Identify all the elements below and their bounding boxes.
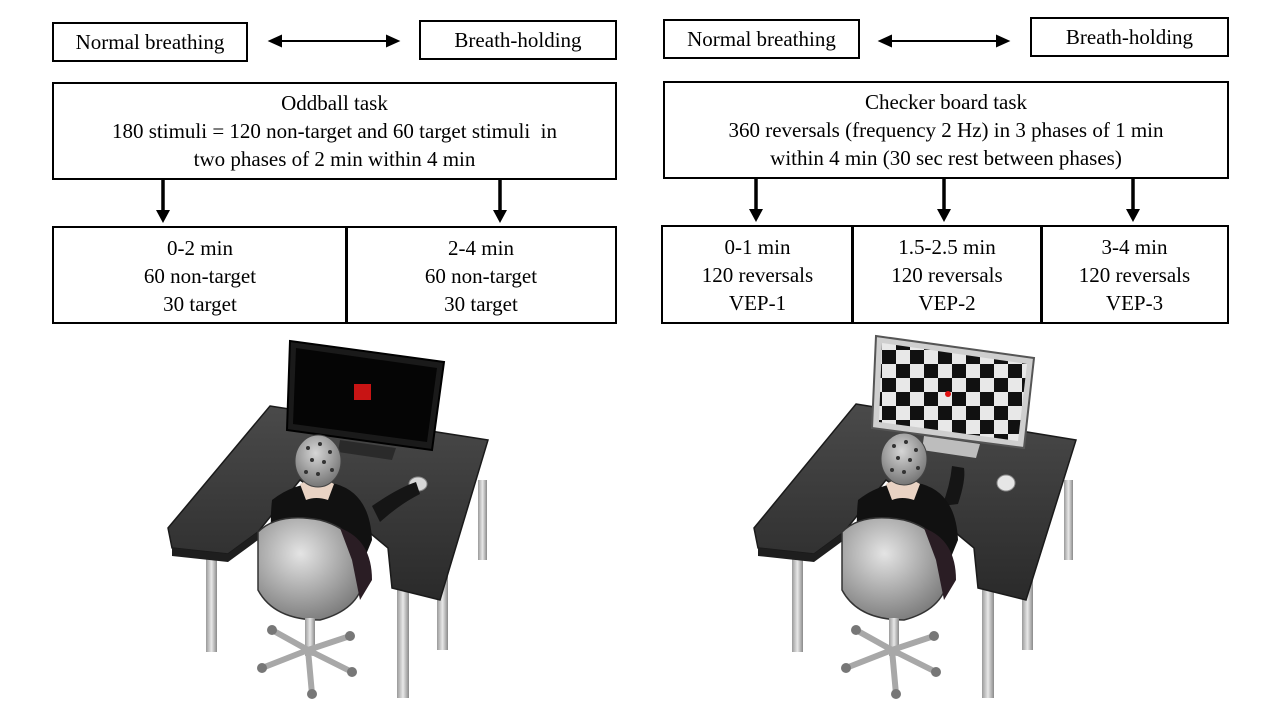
left-normal-breathing-label: Normal breathing	[75, 30, 225, 54]
checkerboard-phase-1-vep: VEP-1	[728, 291, 787, 315]
checkerboard-chair	[841, 517, 956, 699]
right-normal-breathing-label: Normal breathing	[687, 27, 836, 51]
left-breath-holding-box: Breath-holding	[419, 20, 617, 60]
oddball-monitor	[285, 339, 446, 460]
checkerboard-phase-3-time: 3-4 min	[1101, 235, 1168, 259]
left-breath-holding-label: Breath-holding	[454, 28, 582, 52]
oddball-workstation-illustration	[167, 339, 489, 699]
right-breath-holding-box: Breath-holding	[1030, 17, 1229, 57]
checkerboard-phase-divider-1	[851, 227, 854, 322]
checkerboard-phase-2-time: 1.5-2.5 min	[898, 235, 996, 259]
oddball-phase-2-time: 2-4 min	[448, 236, 514, 260]
oddball-phase-1-time: 0-2 min	[167, 236, 233, 260]
right-breath-holding-label: Breath-holding	[1065, 25, 1194, 49]
down-arrow-icon	[156, 179, 1140, 223]
eeg-cap-head	[880, 432, 928, 486]
checkerboard-workstation-illustration	[753, 334, 1077, 699]
oddball-phase-1: 0-2 min 60 non-target 30 target	[54, 228, 346, 322]
right-normal-breathing-box: Normal breathing	[663, 19, 860, 59]
checkerboard-phase-2: 1.5-2.5 min 120 reversals VEP-2	[853, 227, 1041, 322]
oddball-task-title: Oddball task	[281, 91, 388, 115]
oddball-chair	[257, 517, 372, 699]
oddball-phase-2-target: 30 target	[444, 292, 518, 316]
checkerboard-phase-divider-2	[1040, 227, 1043, 322]
oddball-phase-divider	[345, 228, 348, 322]
checkerboard-phases-row: 0-1 min 120 reversals VEP-1 1.5-2.5 min …	[661, 225, 1229, 324]
oddball-phases-row: 0-2 min 60 non-target 30 target 2-4 min …	[52, 226, 617, 324]
oddball-phase-2-nontarget: 60 non-target	[424, 264, 538, 288]
checkerboard-phase-2-vep: VEP-2	[918, 291, 976, 315]
oddball-phase-1-nontarget: 60 non-target	[143, 264, 257, 288]
checkerboard-task-line1: 360 reversals (frequency 2 Hz) in 3 phas…	[728, 118, 1164, 142]
checkerboard-phase-3-vep: VEP-3	[1105, 291, 1164, 315]
left-double-arrow	[267, 34, 401, 48]
checkerboard-phase-2-reversals: 120 reversals	[891, 263, 1003, 287]
oddball-phase-1-target: 30 target	[163, 292, 237, 316]
checkerboard-task-box: Checker board task 360 reversals (freque…	[663, 81, 1229, 179]
eeg-cap-head	[294, 434, 342, 488]
checkerboard-phase-3: 3-4 min 120 reversals VEP-3	[1042, 227, 1227, 322]
checkerboard-task-line2: within 4 min (30 sec rest between phases…	[770, 146, 1122, 170]
oddball-task-line1: 180 stimuli = 120 non-target and 60 targ…	[111, 119, 558, 143]
oddball-task-line2: two phases of 2 min within 4 min	[193, 147, 476, 171]
checkerboard-phase-1-reversals: 120 reversals	[701, 263, 814, 287]
checkerboard-phase-1: 0-1 min 120 reversals VEP-1	[663, 227, 852, 322]
left-normal-breathing-box: Normal breathing	[52, 22, 248, 62]
checkerboard-monitor	[870, 334, 1036, 458]
oddball-phase-2: 2-4 min 60 non-target 30 target	[347, 228, 615, 322]
checkerboard-phase-3-reversals: 120 reversals	[1078, 263, 1191, 287]
right-double-arrow	[877, 34, 1011, 48]
checkerboard-task-title: Checker board task	[864, 90, 1028, 114]
oddball-task-box: Oddball task 180 stimuli = 120 non-targe…	[52, 82, 617, 180]
checkerboard-phase-1-time: 0-1 min	[724, 235, 791, 259]
